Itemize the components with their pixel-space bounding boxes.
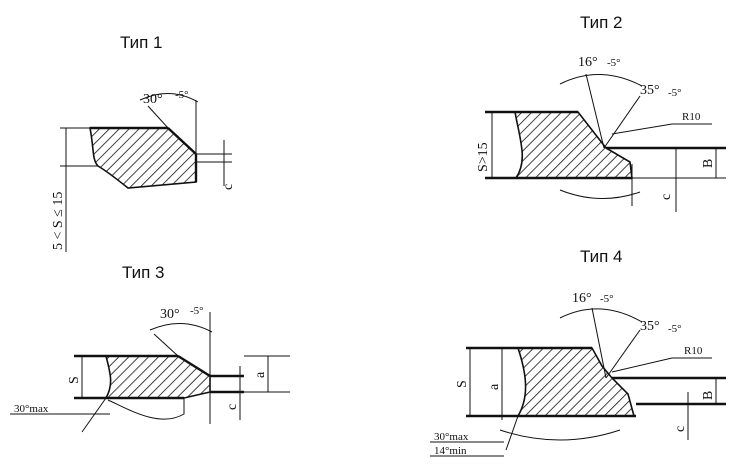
type-1-title: Тип 1 xyxy=(120,33,163,52)
type-4-angle-min: 14°min xyxy=(434,445,467,457)
type-2-radius: R10 xyxy=(682,111,701,123)
type-4-root-face: c xyxy=(673,426,688,432)
type-3-thickness-label: S xyxy=(67,376,82,384)
type-4-title: Тип 4 xyxy=(580,247,623,266)
type-2-height-b: B xyxy=(701,159,716,168)
type-3-diagram: Тип 3 S 30° -5° a c 30°max xyxy=(10,263,290,433)
type-2-plate xyxy=(514,111,633,179)
type-4-plate xyxy=(516,347,636,417)
type-1-bevel-tol: -5° xyxy=(175,89,189,101)
type-4-angle-large-tol: -5° xyxy=(668,323,682,335)
type-3-angle-max: 30°max xyxy=(14,403,49,415)
type-4-radius: R10 xyxy=(684,345,703,357)
type-2-thickness-label: S>15 xyxy=(476,142,491,172)
type-2-angle-small-tol: -5° xyxy=(607,57,621,69)
type-4-angle-large: 35° xyxy=(640,319,660,334)
type-3-height-a: a xyxy=(253,371,268,378)
type-4-angle-small: 16° xyxy=(572,291,592,306)
type-4-angle-small-tol: -5° xyxy=(600,293,614,305)
type-2-angle-large: 35° xyxy=(640,83,660,98)
type-4-thickness-label: S xyxy=(455,380,470,388)
type-3-bevel-tol: -5° xyxy=(190,305,204,317)
type-1-root-face: c xyxy=(221,184,236,190)
type-3-title: Тип 3 xyxy=(122,263,165,282)
type-4-height-a: a xyxy=(487,383,502,390)
type-3-plate xyxy=(104,355,211,399)
type-2-root-face: c xyxy=(659,194,674,200)
type-1-diagram: Тип 1 5 < S ≤ 15 30° -5° c xyxy=(51,33,236,252)
type-3-bevel-angle: 30° xyxy=(160,307,180,322)
type-3-root-face: c xyxy=(225,404,240,410)
type-2-diagram: Тип 2 S>15 16° -5° 35° -5° R10 B c xyxy=(476,13,726,212)
type-1-plate xyxy=(89,127,197,189)
type-1-bevel-angle: 30° xyxy=(143,92,163,107)
type-4-diagram: Тип 4 S a 16° -5° 35° -5° R10 B c 3 xyxy=(430,247,726,457)
type-2-title: Тип 2 xyxy=(580,13,623,32)
type-4-height-b: B xyxy=(701,391,716,400)
type-2-angle-large-tol: -5° xyxy=(668,87,682,99)
type-1-thickness-label: 5 < S ≤ 15 xyxy=(51,192,66,250)
type-2-angle-small: 16° xyxy=(578,55,598,70)
type-4-angle-max: 30°max xyxy=(434,431,469,443)
